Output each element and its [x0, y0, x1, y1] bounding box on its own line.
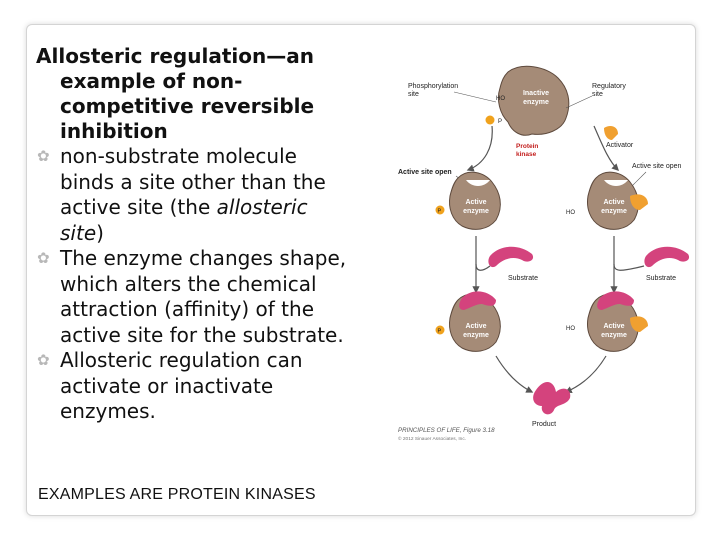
active-enzyme-substrate-right-label-1: Active [603, 323, 624, 330]
phosphorylation-site-pointer [453, 91, 497, 103]
active-site-open-left-label: Active site open [398, 169, 452, 176]
ho-label-low: HO [566, 326, 575, 332]
title-line-4: inhibition [60, 119, 168, 143]
title-line-3: competitive reversible [60, 94, 315, 118]
bullet-1-italic-2: site [60, 220, 97, 245]
bullet-1-end: ) [96, 220, 104, 245]
product-arrow-left [495, 355, 534, 393]
bullet-1-line-3: active site (the [60, 195, 217, 219]
phosphate-icon [435, 325, 445, 335]
activator-label: Activator [606, 142, 634, 149]
phosphate-icon [485, 115, 495, 125]
active-enzyme-left: Active enzyme [449, 171, 501, 230]
bullet-2-line-2: which alters the chemical [60, 271, 317, 296]
figure-caption: PRINCIPLES OF LIFE, Figure 3.18 [398, 427, 495, 434]
figure-svg: Inactive enzyme Phosphorylation site HO … [398, 65, 690, 442]
p-label-mid: P [438, 209, 442, 215]
bullet-icon: ✿ [37, 249, 50, 267]
active-enzyme-left-label-2: enzyme [463, 208, 489, 215]
slide-frame [26, 24, 696, 516]
substrate-left-icon [488, 246, 534, 268]
product-label: Product [532, 421, 556, 428]
bullet-2-line-1: The enzyme changes shape, [60, 246, 347, 270]
active-enzyme-substrate-right-label-2: enzyme [601, 332, 627, 339]
figure-copyright: © 2012 Sinauer Associates, Inc. [398, 435, 466, 442]
binding-arrow-left [475, 236, 491, 271]
footer-text: EXAMPLES ARE PROTEIN KINASES [38, 486, 316, 503]
bullet-3-line-1: Allosteric regulation can [60, 348, 303, 372]
regulatory-site-label-2: site [592, 91, 603, 98]
bullet-3-line-3: enzymes. [60, 399, 156, 423]
regulatory-site-label-1: Regulatory [592, 83, 626, 90]
bullet-2: ✿ The enzyme changes shape,which alters t… [36, 246, 406, 348]
inactive-enzyme: Inactive enzyme [497, 65, 570, 136]
product-arrow-right [564, 355, 607, 394]
title-line-2: example of non- [60, 69, 243, 93]
ho-label-top: HO [496, 96, 505, 102]
bullet-1-italic: allosteric [216, 195, 308, 219]
active-site-open-right-pointer [631, 171, 647, 187]
title-line-1: Allosteric regulation—an [36, 44, 314, 68]
substrate-left-label: Substrate [508, 275, 538, 282]
bullet-icon: ✿ [37, 351, 50, 369]
inactive-enzyme-label-1: Inactive [523, 90, 549, 97]
product-icon [533, 381, 571, 415]
p-label-low: P [438, 329, 442, 335]
ho-label-mid: HO [566, 210, 575, 216]
regulatory-site-pointer [565, 95, 593, 109]
active-enzyme-right: Active enzyme [587, 171, 648, 230]
active-enzyme-substrate-left: Active enzyme [449, 291, 501, 352]
active-enzyme-left-label-1: Active [465, 199, 486, 206]
active-site-open-right-label: Active site open [632, 163, 682, 170]
p-label-top: P [498, 119, 502, 125]
active-enzyme-substrate-left-label-2: enzyme [463, 332, 489, 339]
bound-substrate-left-icon [459, 291, 496, 310]
phosphorylation-site-label-1: Phosphorylation [408, 83, 458, 90]
bound-substrate-right-icon [597, 291, 634, 310]
bullet-1-line-2: binds a site other than the [60, 169, 326, 194]
substrate-right-label: Substrate [646, 275, 676, 282]
active-enzyme-right-label-1: Active [603, 199, 624, 206]
active-enzyme-substrate-right: Active enzyme [587, 291, 648, 352]
bullet-2-line-3: attraction (affinity) of the [60, 297, 315, 321]
text-column: Allosteric regulation—an example of non-… [36, 44, 406, 425]
bullet-3-line-2: activate or inactivate [60, 373, 274, 398]
phosphorylation-site-label-2: site [408, 91, 419, 98]
binding-arrow-right [613, 236, 645, 271]
activator-icon [604, 126, 618, 140]
activator-bound-icon [630, 194, 648, 210]
protein-kinase-label-2: kinase [516, 151, 537, 158]
active-enzyme-substrate-left-label-1: Active [465, 323, 486, 330]
active-enzyme-right-label-2: enzyme [601, 208, 627, 215]
bullet-icon: ✿ [37, 147, 50, 165]
activation-arrow [593, 125, 620, 172]
bullet-1-line-1: non-substrate molecule [60, 144, 297, 168]
phosphorylation-arrow [466, 125, 493, 172]
protein-kinase-label-1: Protein [516, 143, 538, 150]
bullet-2-line-4: active site for the substrate. [60, 322, 344, 347]
phosphate-icon [435, 205, 445, 215]
activator-bound-icon-low [630, 316, 648, 332]
substrate-right-icon [644, 246, 690, 268]
slide-title: Allosteric regulation—an example of non-… [36, 44, 406, 144]
allosteric-figure: Inactive enzyme Phosphorylation site HO … [396, 60, 698, 446]
inactive-enzyme-label-2: enzyme [523, 99, 549, 106]
